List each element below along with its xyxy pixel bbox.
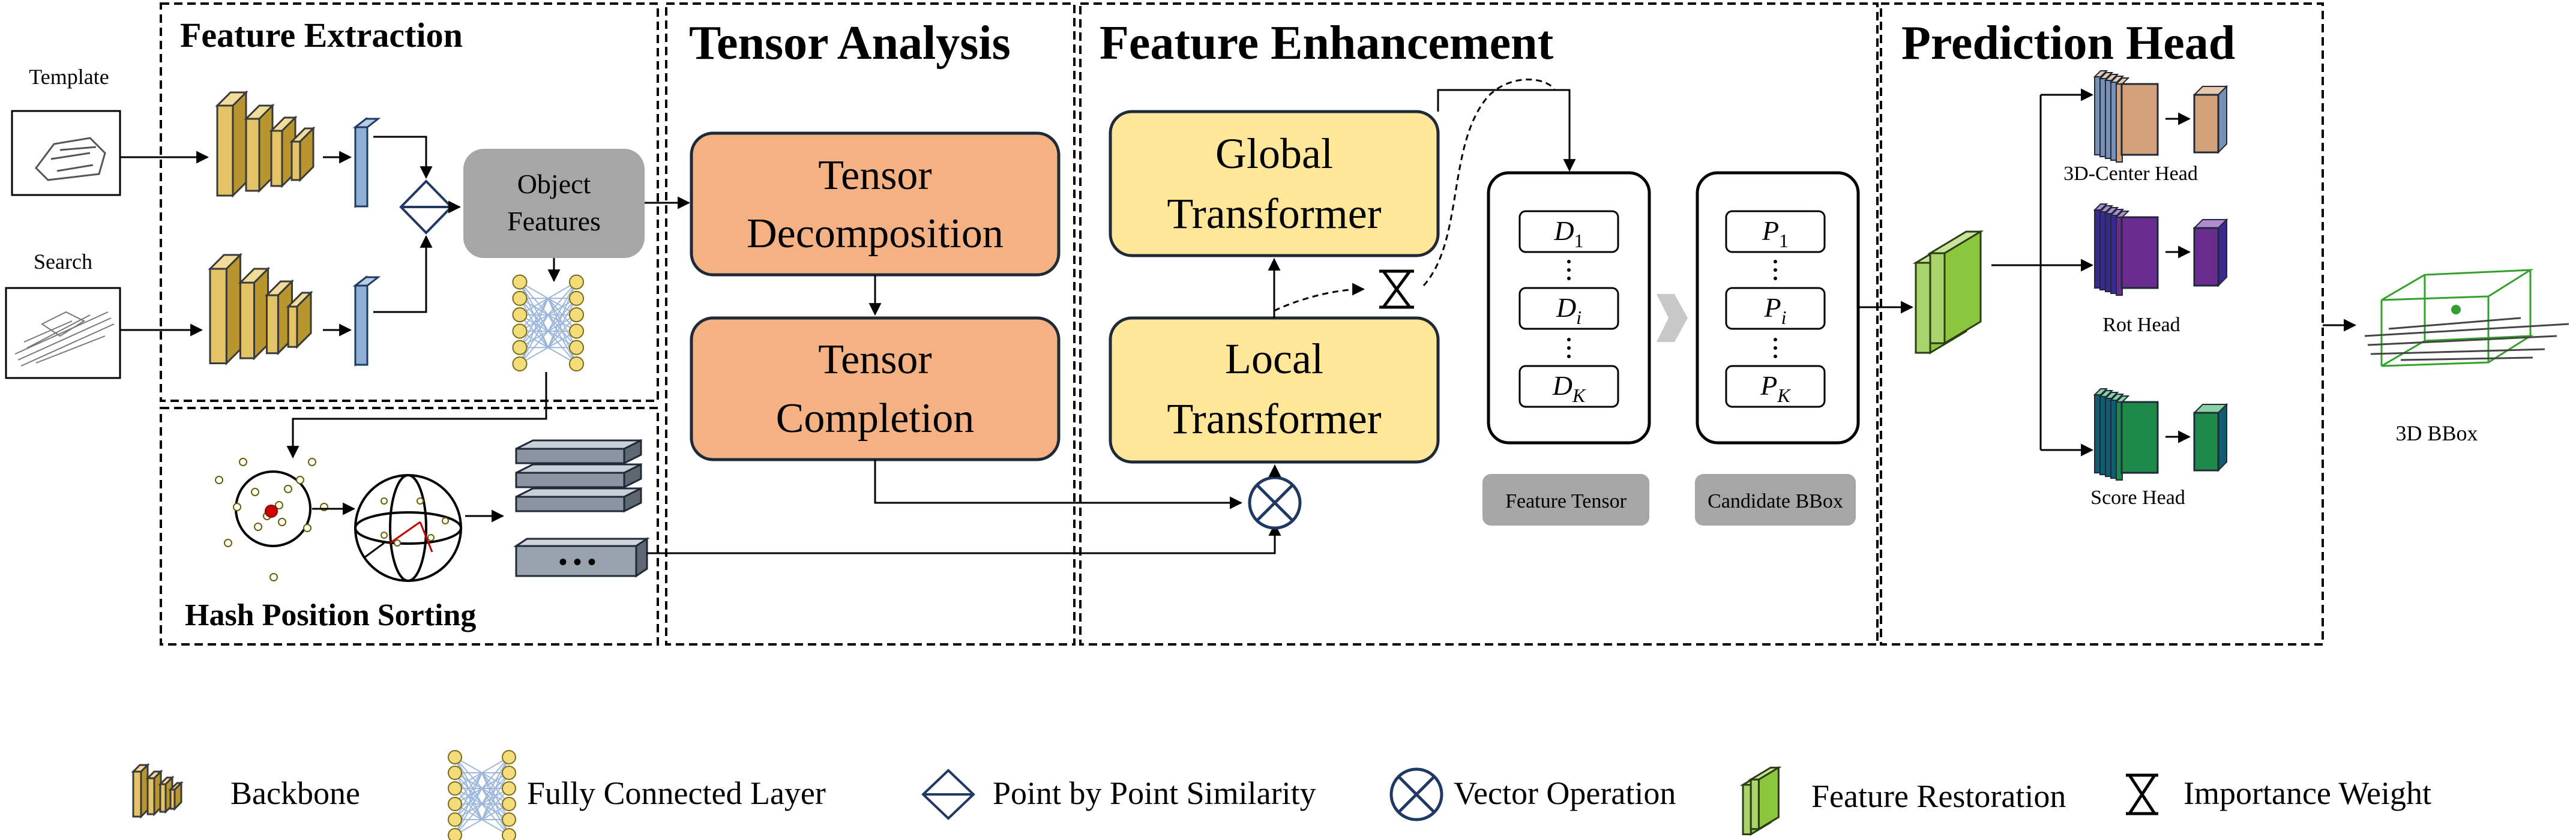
vector-operation-icon — [1248, 476, 1302, 530]
hash-sorting-frame — [160, 407, 659, 646]
importance-weight-icon — [1379, 269, 1414, 309]
sequence-dots: • • • — [559, 548, 596, 575]
local-transformer-line1: Local — [1225, 335, 1323, 383]
rot-head-stack-icon — [2093, 203, 2228, 296]
global-transformer-line2: Transformer — [1167, 190, 1381, 238]
3d-bbox-label: 3D BBox — [2395, 421, 2478, 445]
tensor-item-box — [1518, 210, 1619, 253]
score-head-stack-icon — [2093, 388, 2228, 481]
tensor-item-box — [1518, 365, 1619, 408]
backbone-icon-top — [215, 90, 316, 198]
tensor-analysis-title: Tensor Analysis — [689, 17, 1011, 70]
point-similarity-icon — [399, 179, 453, 235]
3d-bbox-output-icon — [2364, 269, 2569, 367]
legend-importance-icon — [2126, 773, 2158, 815]
feature-tensor-label-box — [1482, 474, 1649, 526]
sorted-feature-stack-icon — [515, 439, 642, 513]
legend-vector-icon — [1389, 767, 1443, 821]
small-block-bottom — [352, 275, 381, 367]
tensor-item-box — [1725, 210, 1826, 253]
legend-backbone-icon — [131, 763, 184, 819]
scattered-points-icon — [215, 458, 328, 581]
fully-connected-layer-icon — [512, 274, 585, 372]
legend-similarity-label: Point by Point Similarity — [993, 775, 1316, 811]
legend-similarity-icon — [921, 769, 975, 820]
legend-backbone-label: Backbone — [230, 775, 360, 811]
legend-fc-icon — [448, 750, 516, 840]
legend-restoration-icon — [1739, 766, 1782, 836]
search-label: Search — [34, 250, 92, 274]
template-car-icon — [35, 137, 106, 181]
local-transformer-line2: Transformer — [1167, 395, 1381, 443]
object-features-line2: Features — [507, 206, 601, 236]
sphere-points-icon — [381, 497, 449, 547]
center-head-label: 3D-Center Head — [2063, 163, 2198, 185]
tensor-item-box — [1725, 287, 1826, 330]
score-head-label: Score Head — [2090, 487, 2185, 509]
legend-importance-label: Importance Weight — [2183, 775, 2431, 811]
inputs: Template Search — [5, 65, 209, 379]
hash-position-sorting-title: Hash Position Sorting — [185, 598, 476, 632]
rot-head-label: Rot Head — [2102, 314, 2180, 336]
feature-enhancement-frame — [1079, 2, 1879, 646]
hash-sphere-icon — [354, 474, 462, 582]
section-frames — [160, 2, 2324, 646]
transition-arrow-icon — [1657, 294, 1688, 342]
legend: Backbone Fully Connected Layer Point by … — [131, 750, 2431, 840]
tensor-completion-line2: Completion — [776, 395, 975, 442]
candidate-bbox-label: Candidate BBox — [1708, 490, 1843, 512]
feature-enhancement-title: Feature Enhancement — [1100, 17, 1554, 70]
small-block-top — [352, 116, 381, 209]
candidate-bbox-label-box — [1695, 474, 1856, 526]
template-label: Template — [29, 65, 109, 89]
global-transformer-box — [1109, 110, 1440, 257]
feature-restoration-icon — [1912, 230, 1984, 355]
global-transformer-line1: Global — [1215, 130, 1333, 178]
backbone-icon-bottom — [208, 253, 313, 366]
feature-extraction-frame — [160, 2, 659, 402]
legend-fc-label: Fully Connected Layer — [527, 775, 826, 811]
tensor-decomposition-line2: Decomposition — [747, 211, 1004, 257]
center-head-stack-icon — [2093, 70, 2228, 163]
tensor-item-box — [1518, 287, 1619, 330]
feature-extraction-title: Feature Extraction — [180, 16, 463, 55]
legend-vector-label: Vector Operation — [1454, 775, 1676, 811]
object-features-box — [463, 149, 645, 258]
search-pointcloud-icon — [14, 311, 115, 367]
search-image — [5, 287, 121, 379]
tensor-analysis-frame — [665, 2, 1076, 646]
prediction-head-title: Prediction Head — [1901, 17, 2235, 70]
legend-restoration-label: Feature Restoration — [1811, 778, 2066, 814]
sequence-token-icon — [513, 537, 650, 578]
feature-tensor-label: Feature Tensor — [1505, 490, 1627, 512]
tensor-decomposition-line1: Tensor — [818, 152, 932, 199]
template-image — [11, 110, 121, 196]
tensor-completion-line1: Tensor — [818, 337, 932, 383]
tensor-item-box — [1725, 365, 1826, 408]
object-features-line1: Object — [517, 169, 591, 199]
